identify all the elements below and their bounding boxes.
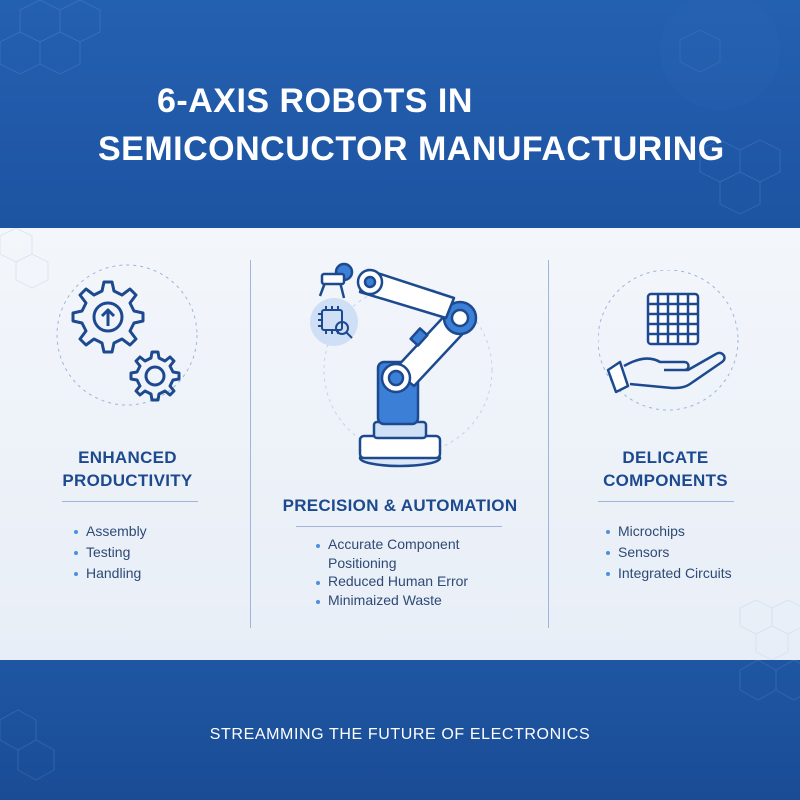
hexagon-pattern bbox=[0, 0, 781, 215]
footer-tagline: STREAMMING THE FUTURE OF ELECTRONICS bbox=[209, 726, 591, 743]
title-line-2: SEMICONCUCTOR MANUFACTURING bbox=[98, 130, 725, 168]
title-underline bbox=[598, 501, 734, 502]
panel-hexagon-pattern bbox=[0, 228, 800, 660]
list-item: Assembly bbox=[72, 521, 147, 542]
list-item: Reduced Human Error bbox=[314, 572, 468, 591]
list-item: Sensors bbox=[604, 542, 732, 563]
list-item: Accurate Component bbox=[314, 535, 468, 554]
list-item-continuation: Positioning bbox=[328, 554, 397, 571]
title-line-1: 6-AXIS ROBOTS IN bbox=[157, 82, 473, 120]
components-list: Microchips Sensors Integrated Circuits bbox=[604, 521, 732, 584]
list-item: Minimaized Waste bbox=[314, 591, 468, 610]
column-title-line-1: PRECISION & AUTOMATION bbox=[282, 496, 518, 515]
title-underline bbox=[62, 501, 198, 502]
column-title-precision: PRECISION & AUTOMATION bbox=[262, 494, 538, 517]
list-item: Microchips bbox=[604, 521, 732, 542]
title-underline bbox=[296, 526, 502, 527]
hand-wafer-icon bbox=[597, 269, 748, 420]
column-title-line-1: ENHANCED bbox=[78, 448, 177, 467]
column-title-components: DELICATE COMPONENTS bbox=[578, 446, 753, 492]
content-panel: ENHANCED PRODUCTIVITY Assembly Testing H… bbox=[0, 228, 800, 660]
robot-arm-icon bbox=[296, 262, 506, 472]
footer-banner: STREAMMING THE FUTURE OF ELECTRONICS bbox=[0, 660, 800, 800]
column-title-line-2: PRODUCTIVITY bbox=[62, 471, 193, 490]
gears-icon bbox=[52, 260, 202, 410]
list-item: Testing bbox=[72, 542, 147, 563]
column-title-productivity: ENHANCED PRODUCTIVITY bbox=[40, 446, 215, 492]
footer-hexagon-pattern bbox=[0, 660, 800, 781]
column-title-line-2: COMPONENTS bbox=[603, 471, 728, 490]
precision-list: Accurate Component Positioning Reduced H… bbox=[314, 535, 468, 609]
productivity-list: Assembly Testing Handling bbox=[72, 521, 147, 584]
list-item: Integrated Circuits bbox=[604, 563, 732, 584]
header-banner: 6-AXIS ROBOTS IN SEMICONCUCTOR MANUFACTU… bbox=[0, 0, 800, 228]
list-item: Handling bbox=[72, 563, 147, 584]
column-title-line-1: DELICATE bbox=[622, 448, 709, 467]
column-divider-right bbox=[548, 260, 549, 628]
column-divider-left bbox=[250, 260, 251, 628]
